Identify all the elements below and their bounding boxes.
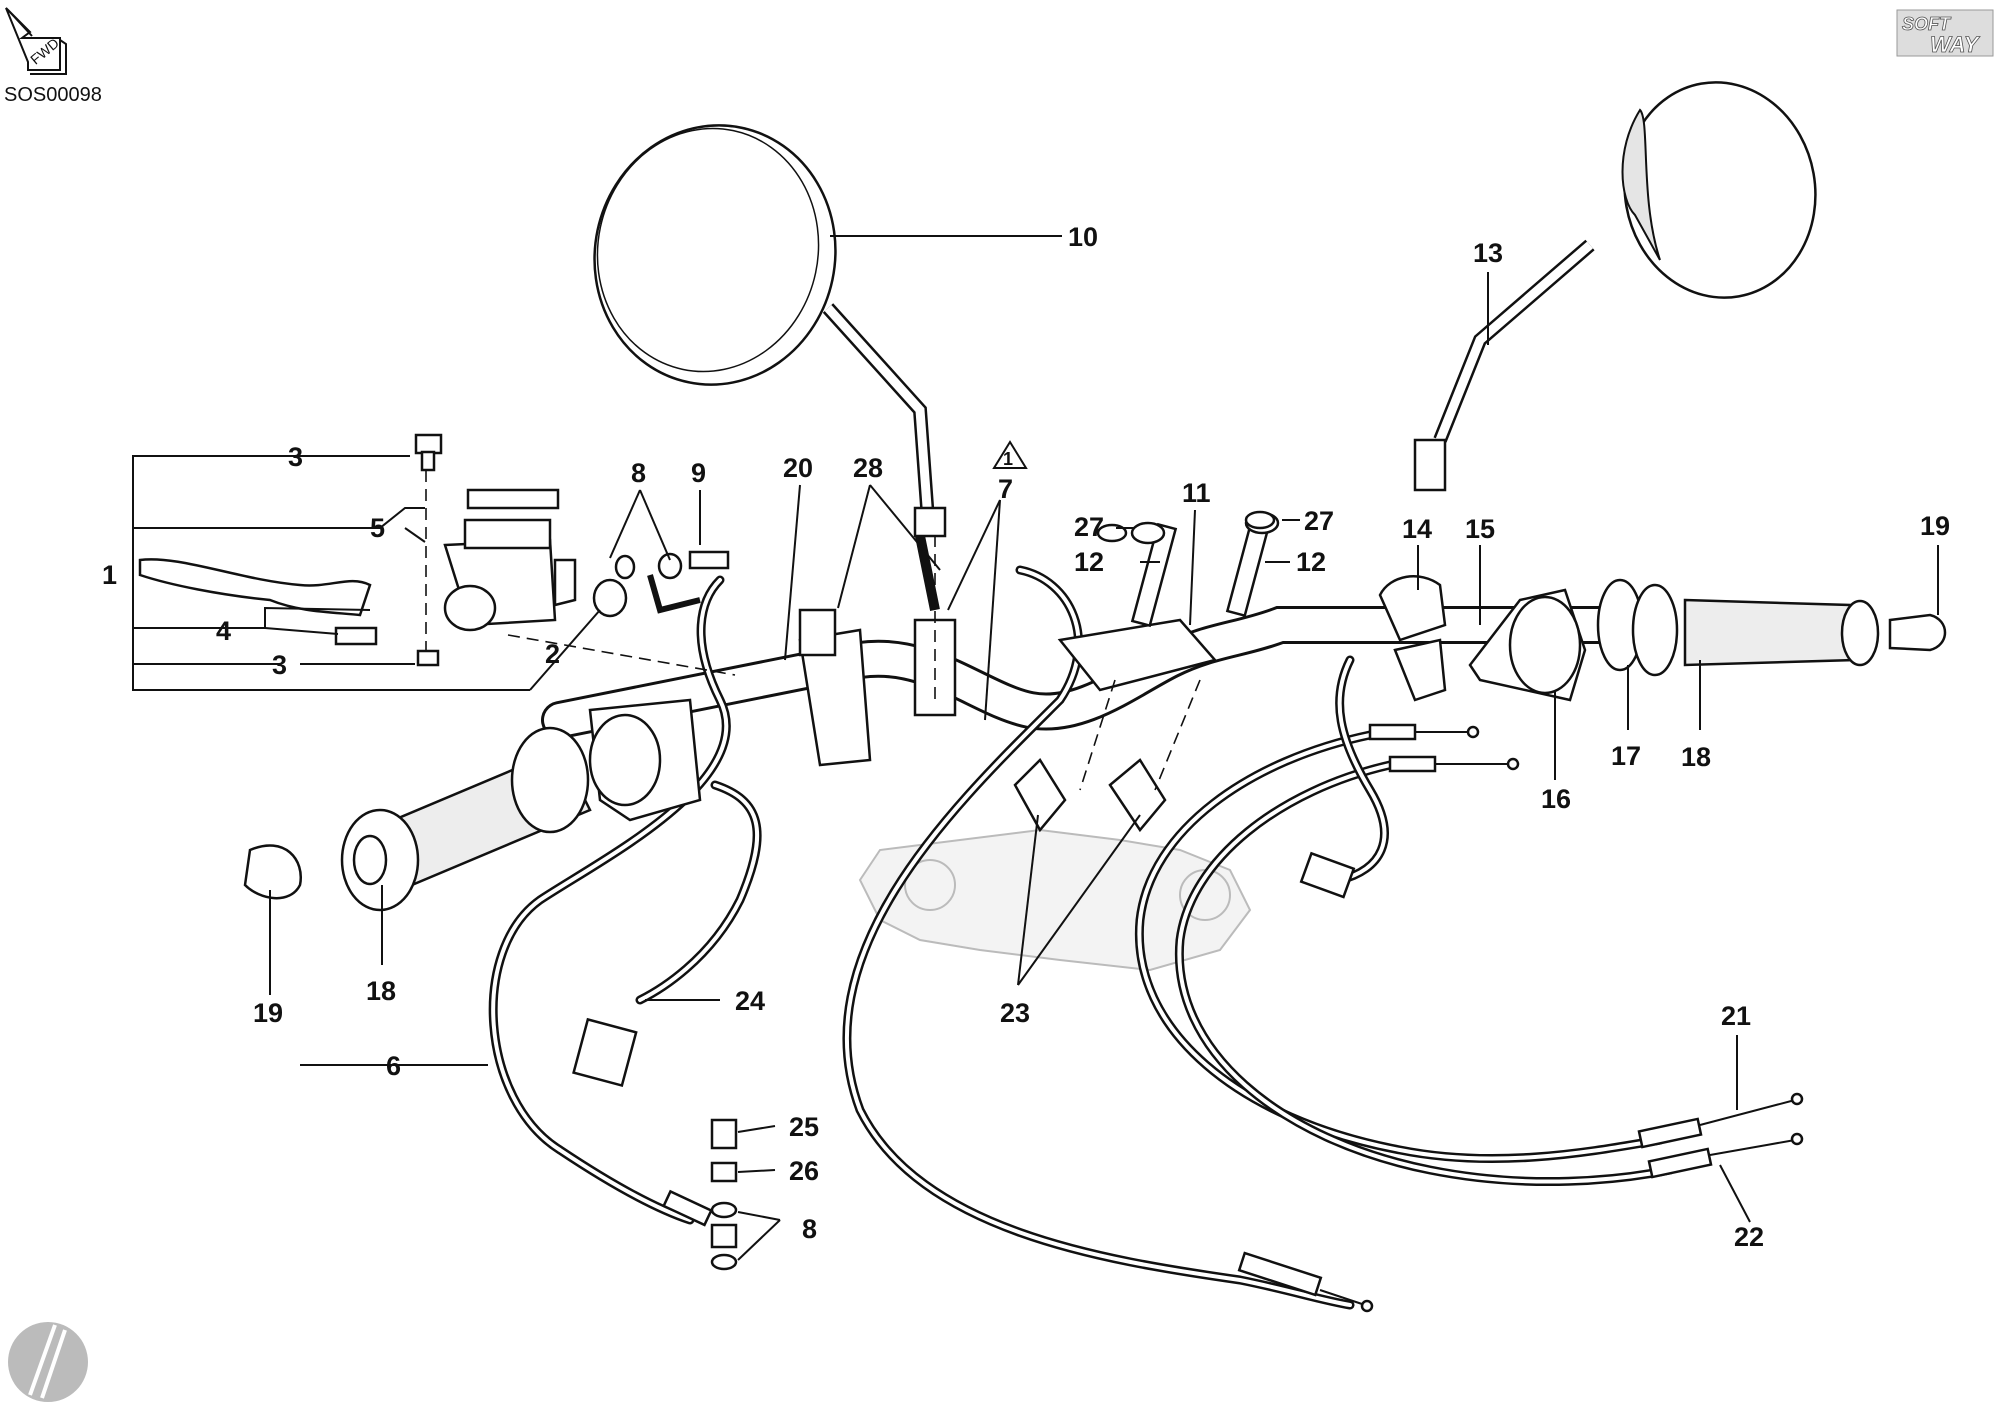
label-8: 8 [631,458,646,488]
diagram-code: SOS00098 [4,84,102,106]
label-15: 15 [1465,514,1495,544]
clamp-hole-left [904,859,956,911]
fwd-arrow-icon: FWD [5,7,67,75]
label-27: 27 [1074,512,1104,542]
right-wiring-connector [1299,851,1356,899]
label-13: 13 [1473,238,1503,268]
label-1: 1 [102,560,117,590]
label-12: 12 [1074,547,1104,577]
label-8b: 8 [802,1214,817,1244]
label-27b: 27 [1304,506,1334,536]
label-21: 21 [1721,1001,1751,1031]
label-11: 11 [1182,478,1211,508]
hatched-circle-icon [8,1322,88,1402]
label-23: 23 [1000,998,1030,1028]
label-9: 9 [691,458,706,488]
right-mirror [1413,81,1817,492]
label-19: 19 [1920,511,1950,541]
label-2: 2 [545,639,560,669]
label-7: 7 [998,474,1013,504]
label-16: 16 [1541,784,1571,814]
note-triangle-icon: 1 [992,440,1028,469]
cable-end-fittings [662,723,1804,1313]
label-12b: 12 [1296,547,1326,577]
label-4: 4 [216,616,231,646]
left-switch-housing [588,698,702,822]
leader-lines [132,235,1939,1261]
brand-line2: WAY [1930,32,1981,57]
label-17: 17 [1611,741,1641,771]
cables [488,565,1675,1310]
left-wiring-connector [572,1017,638,1088]
brake-clamp [798,608,957,767]
brake-master-cylinder [138,433,730,667]
right-switch-housing [1378,575,1447,702]
triple-clamp-ghost [858,828,1252,972]
label-28: 28 [853,453,883,483]
throttle-housing [1468,588,1587,702]
label-18: 18 [1681,742,1711,772]
left-mirror [593,124,947,611]
part-labels: 3 5 1 4 3 2 8 9 20 28 7 10 11 27 12 27 1… [102,222,1950,1252]
dash-lines [425,470,1201,791]
label-10: 10 [1068,222,1098,252]
top-clamp [1013,618,1218,833]
label-14: 14 [1402,514,1432,544]
label-22: 22 [1734,1222,1764,1252]
brand-line1: SOFT [1902,14,1952,34]
triangle-note: 1 [1003,449,1013,469]
label-20: 20 [783,453,813,483]
label-18b: 18 [366,976,396,1006]
label-3b: 3 [272,650,287,680]
label-25: 25 [789,1112,819,1142]
label-3: 3 [288,442,303,472]
right-grip-spacers [1596,578,1679,677]
label-6: 6 [386,1051,401,1081]
label-5: 5 [370,513,385,543]
right-grip [1683,598,1947,667]
softway-logo: SOFT WAY [1896,9,1994,57]
bolts [1096,510,1280,628]
label-24: 24 [735,986,765,1016]
left-grip [243,726,592,912]
banjo-fittings [710,1118,738,1271]
label-26: 26 [789,1156,819,1186]
label-19b: 19 [253,998,283,1028]
